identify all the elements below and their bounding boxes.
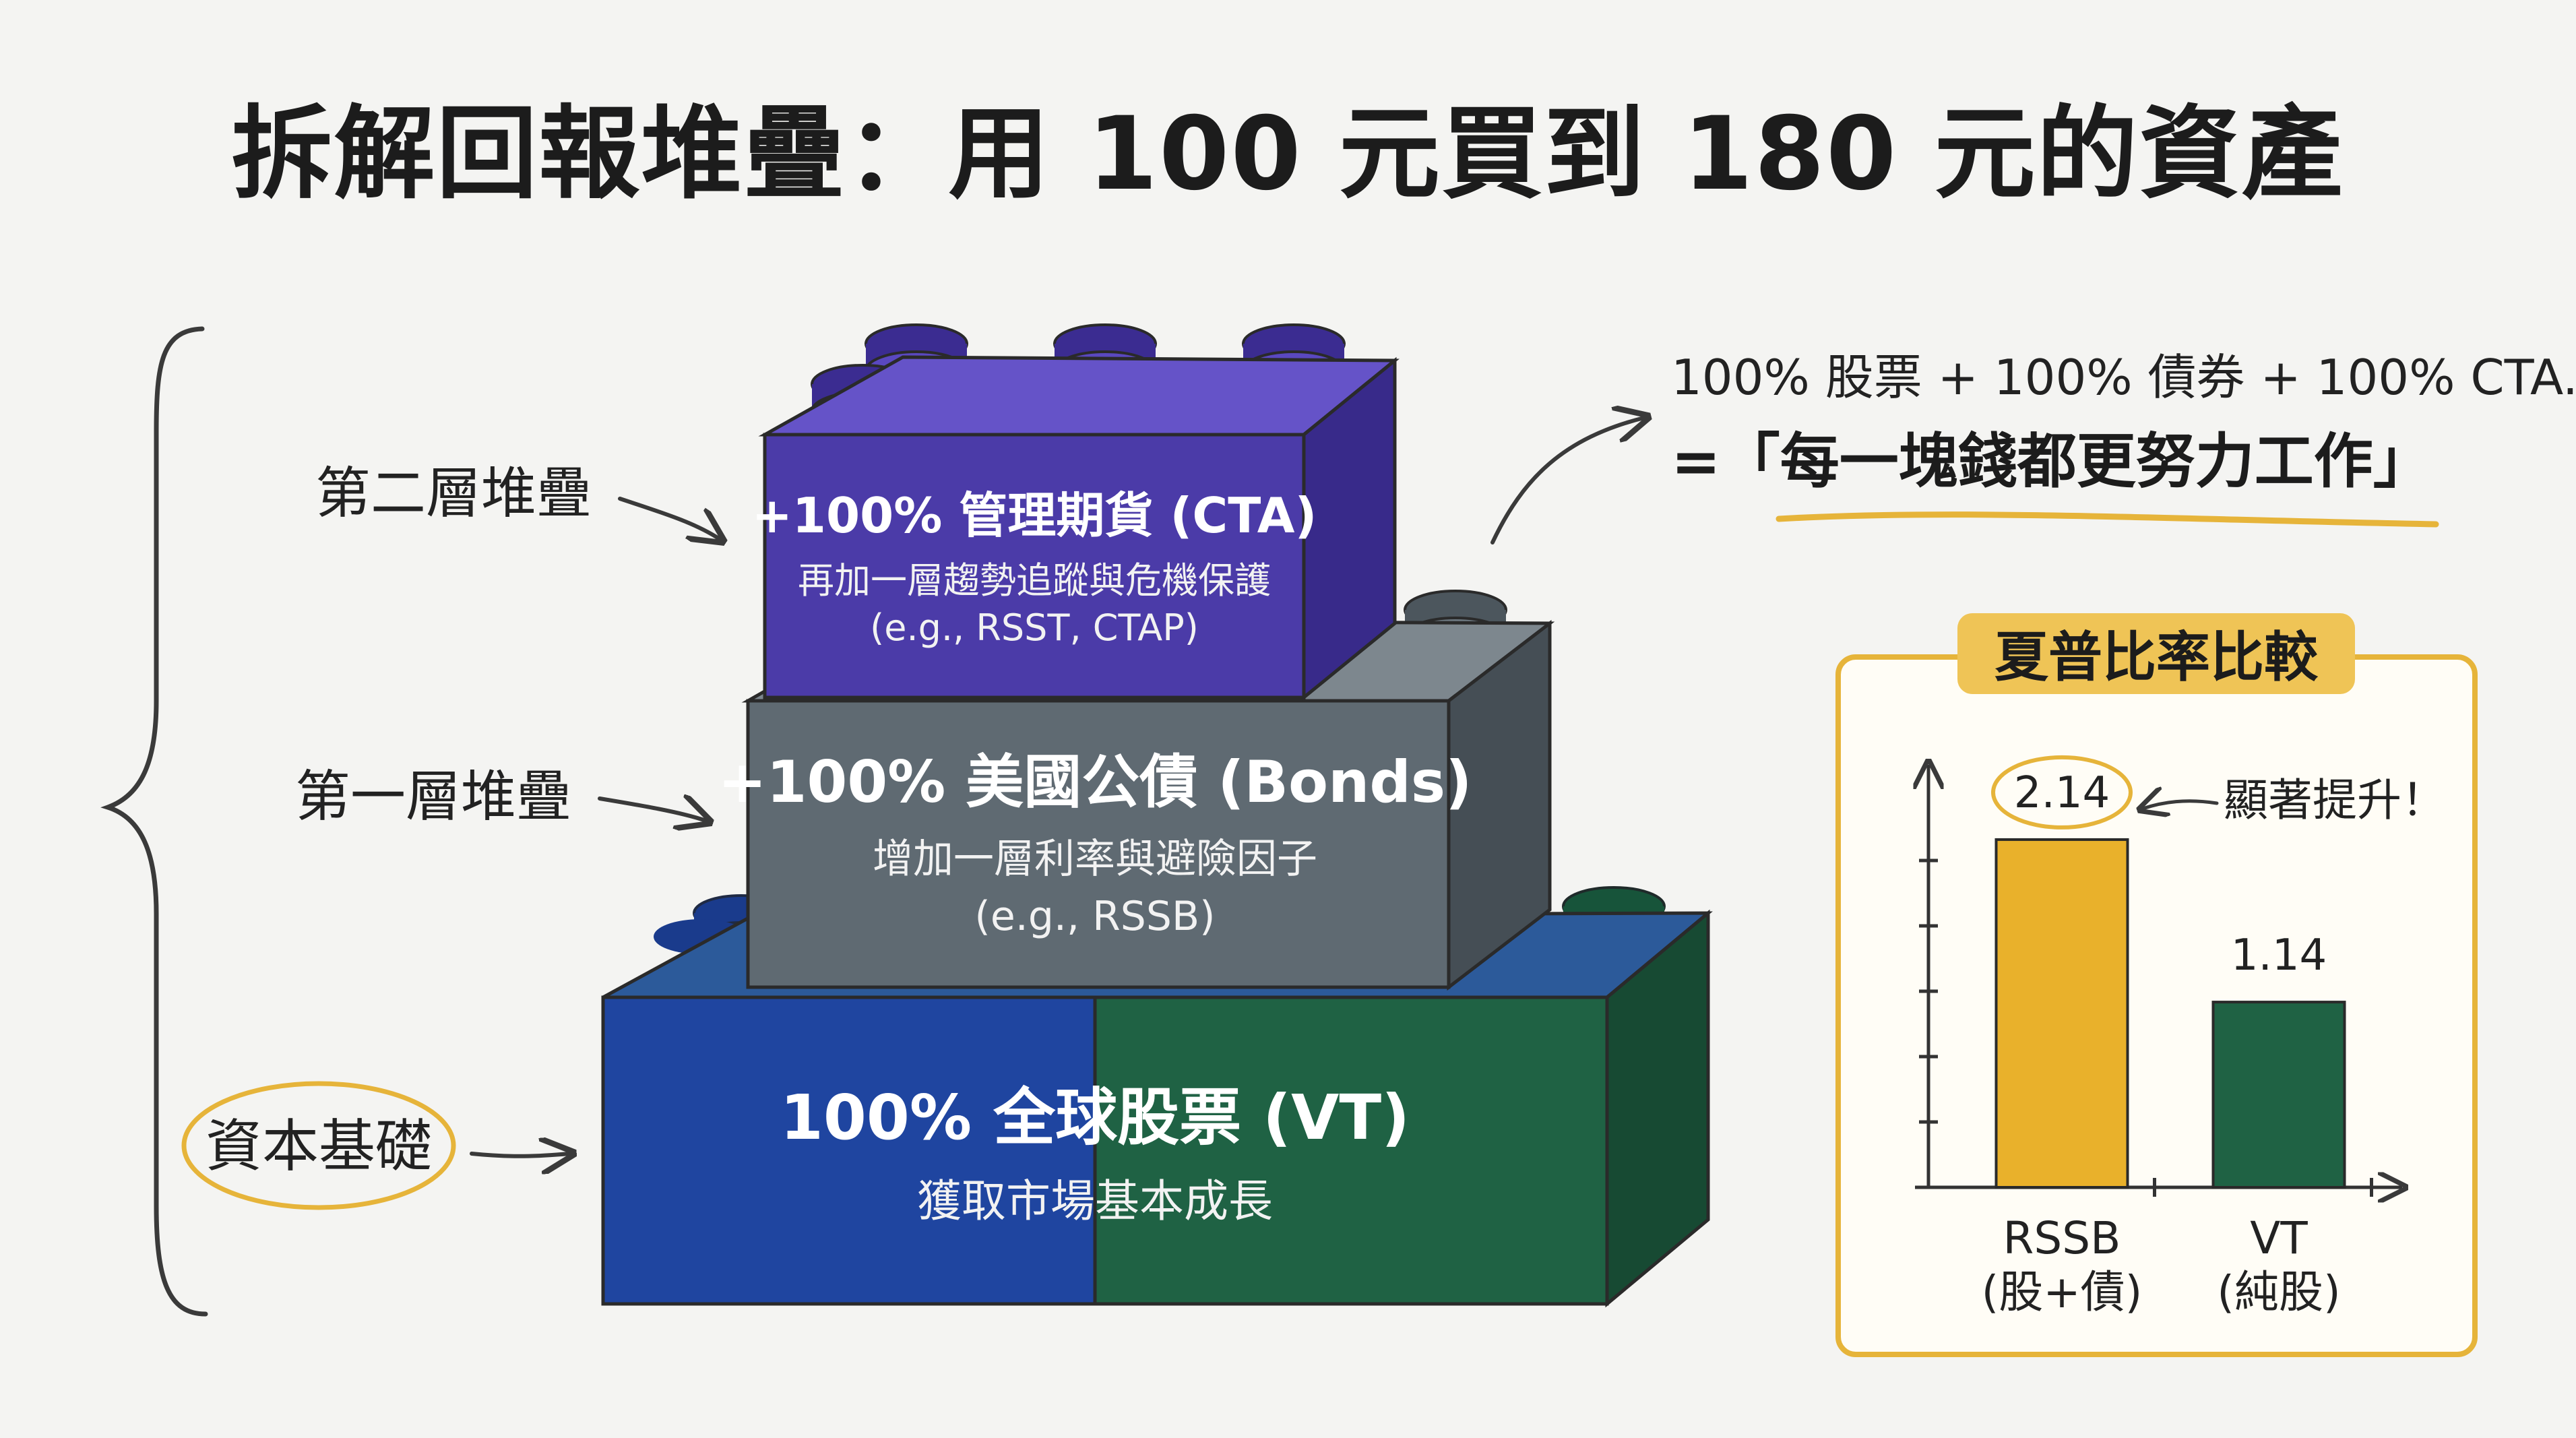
base-front-right (1093, 995, 1609, 1306)
annotation-arrow (2143, 801, 2219, 809)
cta-brick: +100% 管理期貨 (CTA) 再加一層趨勢追蹤與危機保護 (e.g., RS… (752, 323, 1400, 701)
sharpe-panel-frame (1835, 654, 2478, 1357)
base-label-arrow (470, 1154, 569, 1156)
value-highlight-circle (1991, 755, 2133, 830)
value-label-0: 2.14 (2014, 768, 2110, 818)
category-label-0-0: RSSB (2003, 1212, 2121, 1264)
page-title: 拆解回報堆疊：用 100 元買到 180 元的資產 (231, 96, 2344, 213)
sharpe-panel-title: 夏普比率比較 (1994, 626, 2319, 689)
sharpe-panel-title-bg (1957, 613, 2355, 694)
category-label-1-0: VT (2250, 1212, 2308, 1264)
left-brace (100, 326, 208, 1317)
base-subtitle: 獲取市場基本成長 (917, 1175, 1273, 1227)
base-label-circle (181, 1081, 456, 1210)
base-title: 100% 全球股票 (VT) (780, 1082, 1410, 1154)
conclusion-text: =「每一塊錢都更努力工作」 (1671, 427, 2432, 496)
formula-text: 100% 股票 + 100% 債券 + 100% CTA... (1671, 349, 2576, 406)
base-front-left (601, 995, 1097, 1306)
cta-title: +100% 管理期貨 (CTA) (752, 487, 1317, 544)
layer2-label-arrow (618, 497, 720, 539)
base-side-label: 資本基礎 (206, 1113, 432, 1179)
sharpe-annotation: 顯著提升！ (2224, 774, 2446, 826)
bar-1 (2211, 1001, 2346, 1189)
layer2-side-label: 第二層堆疊 (315, 462, 592, 526)
formula-arrow (1490, 418, 1644, 544)
layer1-side-label: 第一層堆疊 (295, 765, 571, 829)
cta-examples: (e.g., RSST, CTAP) (870, 606, 1199, 649)
bonds-subtitle: 增加一層利率與避險因子 (873, 836, 1317, 883)
bonds-examples: (e.g., RSSB) (974, 893, 1215, 940)
category-label-0-1: (股+債) (1982, 1266, 2143, 1318)
bar-0 (1994, 838, 2129, 1189)
value-label-1: 1.14 (2231, 931, 2327, 980)
category-label-1-1: (純股) (2217, 1266, 2341, 1318)
bonds-front (746, 699, 1451, 989)
cta-subtitle: 再加一層趨勢追蹤與危機保護 (798, 559, 1271, 602)
layer1-label-arrow (598, 799, 706, 821)
conclusion-underline (1776, 511, 2439, 528)
bonds-title: +100% 美國公債 (Bonds) (718, 749, 1472, 816)
